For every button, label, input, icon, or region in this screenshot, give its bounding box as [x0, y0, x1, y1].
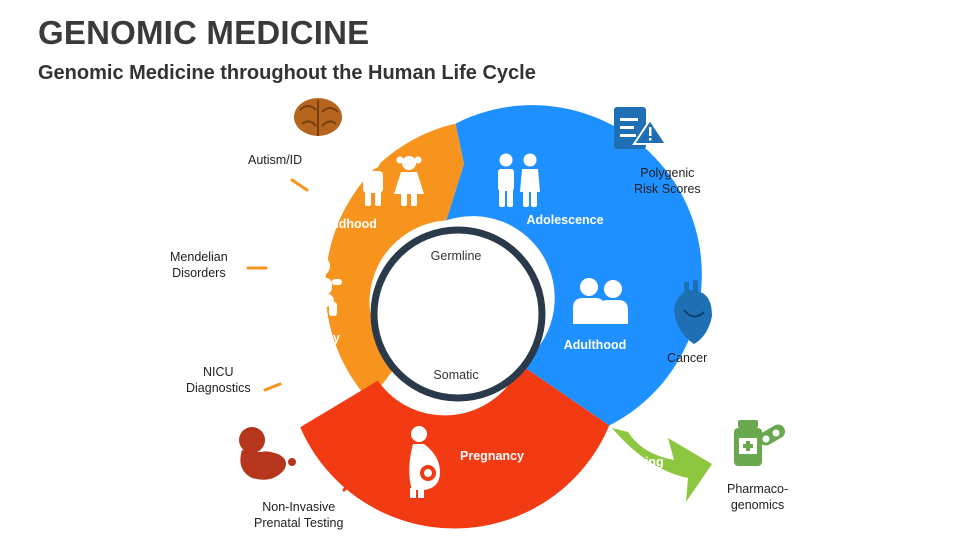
label-infancy: Infancy	[296, 331, 340, 345]
brain-icon	[294, 98, 342, 136]
teens-icon	[498, 153, 540, 207]
risk-report-icon	[614, 107, 668, 149]
connector-nicu	[263, 382, 282, 392]
label-germline: Germline	[431, 249, 482, 263]
baby-icon	[298, 256, 342, 316]
label-aging: Aging	[628, 455, 663, 469]
page-title: GENOMIC MEDICINE	[38, 14, 370, 51]
annotation-pharmacogenomics: Pharmaco- genomics	[727, 482, 789, 512]
fetus-icon	[239, 427, 296, 480]
annotation-mendelian: Mendelian Disorders	[170, 250, 228, 280]
adults-icon	[573, 278, 628, 324]
children-icon	[363, 155, 424, 206]
label-adolescence: Adolescence	[526, 213, 603, 227]
label-somatic: Somatic	[433, 368, 478, 382]
pregnant-woman-icon	[409, 426, 440, 498]
segment-childhood-infancy	[325, 123, 464, 401]
annotation-polygenic: Polygenic Risk Scores	[634, 166, 701, 196]
label-adulthood: Adulthood	[564, 338, 626, 352]
annotation-nipt: Non-Invasive Prenatal Testing	[254, 500, 344, 530]
label-childhood: Childhood	[315, 217, 377, 231]
annotation-cancer: Cancer	[667, 351, 708, 365]
center-ring	[370, 226, 546, 402]
annotation-nicu: NICU Diagnostics	[186, 365, 251, 395]
connector-autism	[290, 178, 309, 192]
label-pregnancy: Pregnancy	[460, 449, 524, 463]
heart-icon	[674, 280, 712, 344]
page-subtitle: Genomic Medicine throughout the Human Li…	[38, 62, 536, 84]
aging-arrow	[612, 428, 712, 502]
medicine-bottle-icon	[734, 420, 786, 466]
annotation-autism: Autism/ID	[248, 153, 303, 167]
segment-pregnancy	[300, 364, 610, 529]
